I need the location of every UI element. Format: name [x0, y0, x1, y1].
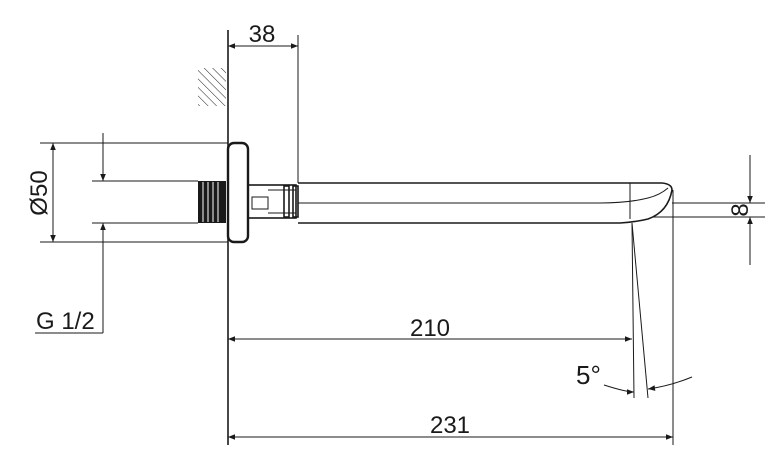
angle-5-line: [631, 222, 649, 399]
collar: [247, 184, 297, 219]
dim-210-ext: [631, 222, 635, 399]
spout-inner-curve: [298, 187, 669, 204]
spout-body: [298, 182, 673, 224]
collar-inner: [251, 196, 269, 210]
dim-8-label: 8: [727, 203, 754, 216]
dim-38-label: 38: [249, 21, 276, 48]
angle-5-arc-2: [647, 376, 693, 391]
collar-ring-2: [292, 185, 299, 218]
thread-connector: [198, 181, 226, 223]
dim-231-label: 231: [430, 412, 470, 439]
angle-5-arc: [603, 384, 635, 395]
wall-flange: [226, 141, 250, 244]
angle-5-label: 5°: [576, 360, 601, 390]
wall-hatching: [198, 68, 226, 106]
dim-210-label: 210: [410, 315, 450, 342]
collar-ring-1: [283, 185, 290, 218]
dim-thread-label: G 1/2: [36, 308, 95, 335]
dim-d50-label: Ø50: [26, 170, 53, 215]
thread-ribs: [202, 182, 219, 222]
